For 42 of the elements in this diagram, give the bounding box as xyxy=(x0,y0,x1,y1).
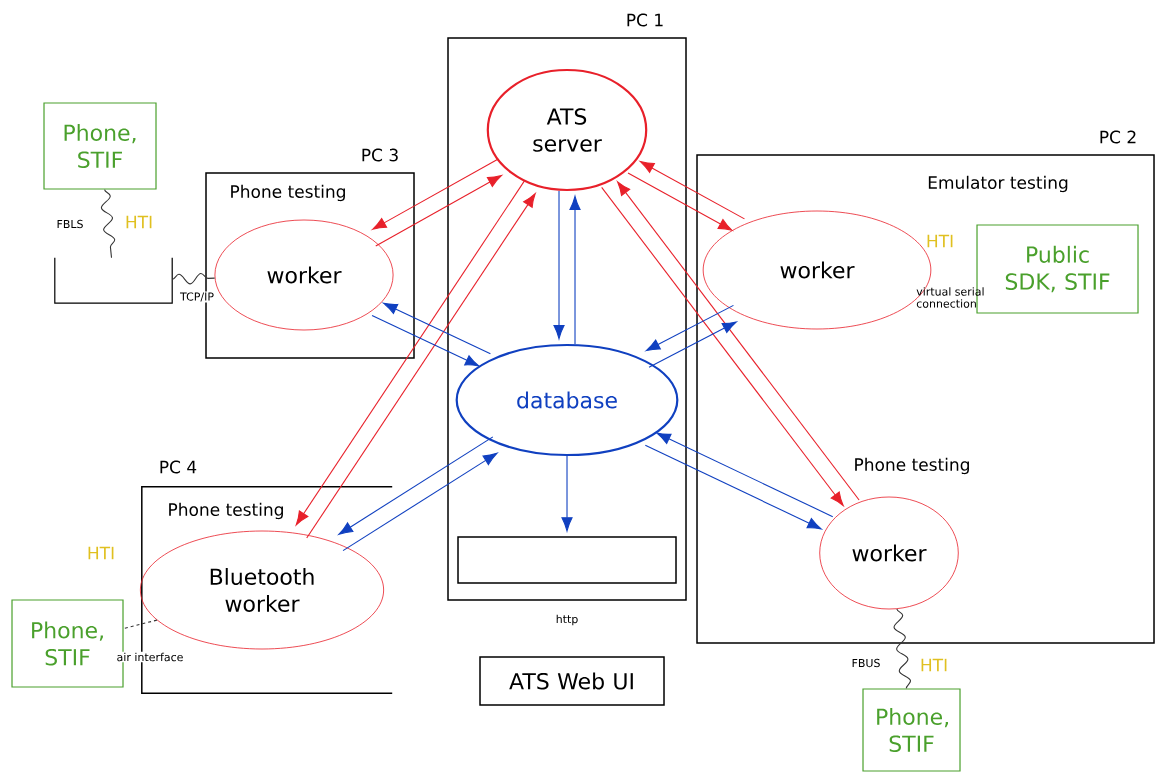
protocol-label: HTI xyxy=(921,658,947,672)
device-box xyxy=(54,257,173,304)
cable-line xyxy=(171,273,216,285)
arrow xyxy=(338,436,494,535)
arrow xyxy=(617,181,860,501)
arrow xyxy=(306,193,536,539)
phone-box: Phone, STIF xyxy=(43,102,157,190)
arrow xyxy=(601,186,844,507)
arrow xyxy=(639,161,745,220)
arrow xyxy=(371,315,480,367)
arrow xyxy=(648,321,737,368)
arrow xyxy=(569,195,581,345)
edge-label: air interface xyxy=(115,651,185,663)
heading-text: Phone testing xyxy=(855,457,969,475)
arrow xyxy=(372,158,499,230)
arrow xyxy=(342,452,498,552)
arrow xyxy=(375,175,502,247)
edge-label: FBUS xyxy=(850,657,882,669)
arrow xyxy=(553,190,565,340)
arrow xyxy=(656,432,834,518)
edge-label: TCP/IP xyxy=(179,291,215,303)
text-box xyxy=(457,536,677,584)
node-label: PC 1 xyxy=(627,13,663,27)
arrow xyxy=(644,444,822,530)
arrow xyxy=(383,302,491,355)
node-label: PC 2 xyxy=(1100,130,1136,144)
cable-line xyxy=(893,608,912,689)
protocol-label: virtual serial connection xyxy=(916,287,984,308)
protocol-label: HTI xyxy=(126,215,152,229)
text-box: ATS Web UI xyxy=(479,656,665,706)
node-label: PC 3 xyxy=(362,148,398,162)
arrow xyxy=(645,304,734,352)
wireless-link xyxy=(123,619,158,629)
cable-line xyxy=(100,189,116,259)
arrow xyxy=(561,455,573,532)
protocol-label: HTI xyxy=(88,546,114,560)
arrow xyxy=(627,172,733,231)
phone-box: Phone, STIF xyxy=(862,688,961,772)
protocol-label: HTI xyxy=(927,234,953,248)
edge-label: FBLS xyxy=(55,218,85,230)
protocol-label: http xyxy=(556,614,578,626)
arrow xyxy=(295,179,526,526)
